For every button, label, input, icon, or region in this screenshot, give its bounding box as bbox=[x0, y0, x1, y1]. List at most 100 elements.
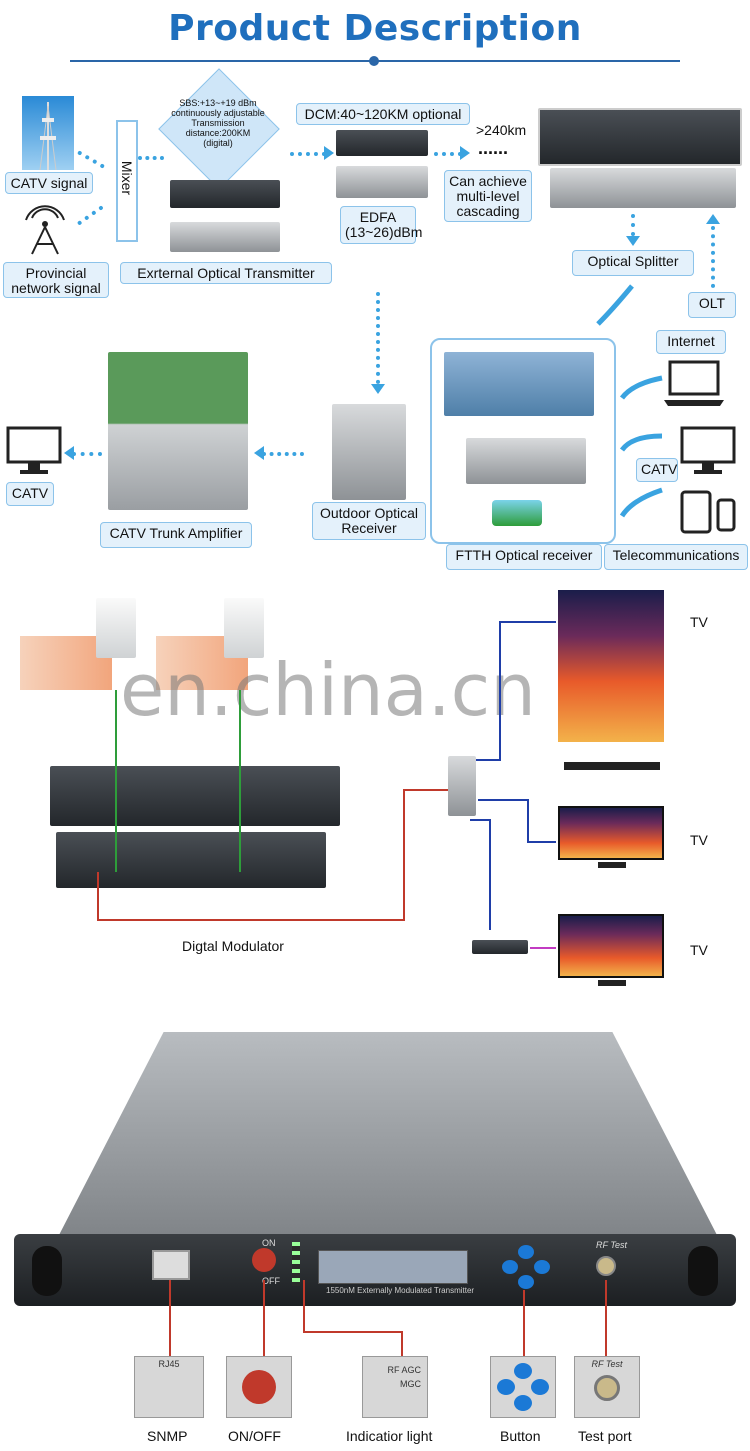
optical-amplifier-image bbox=[538, 108, 742, 166]
olt-label: OLT bbox=[688, 292, 736, 318]
callout-onoff bbox=[226, 1356, 292, 1418]
rack-handle-right bbox=[688, 1246, 718, 1296]
catv-left-label: CATV bbox=[6, 482, 54, 506]
arrowhead bbox=[706, 214, 720, 224]
arrowhead bbox=[254, 446, 264, 460]
arrow-down-to-outdoor bbox=[376, 292, 380, 384]
arrow-edfa-to-dots bbox=[434, 152, 462, 156]
callout-snmp-label: SNMP bbox=[147, 1428, 188, 1444]
arrowhead bbox=[460, 146, 470, 160]
rf-test-caption: RF Test bbox=[596, 1240, 628, 1250]
receiver-box-2 bbox=[224, 598, 264, 658]
tv3-label: TV bbox=[690, 942, 708, 958]
callout-snmp-inner: RJ45 bbox=[158, 1359, 180, 1369]
callout-indicator-label: Indicatior light bbox=[346, 1428, 433, 1444]
mixer-box: Mixer bbox=[116, 120, 138, 242]
splitter-image bbox=[448, 756, 476, 816]
tv-base-1 bbox=[564, 762, 660, 770]
tower-icon bbox=[39, 102, 57, 171]
tablet-phone-icon bbox=[680, 490, 736, 534]
callout-button-label: Button bbox=[500, 1428, 541, 1444]
buttons-icon bbox=[497, 1363, 549, 1411]
receiver-box-1 bbox=[96, 598, 136, 658]
ftth-node-image bbox=[466, 438, 586, 484]
arrowhead bbox=[626, 236, 640, 246]
internet-label: Internet bbox=[656, 330, 726, 354]
monitor-icon bbox=[680, 426, 736, 476]
optical-amplifier-rear-image bbox=[550, 168, 736, 208]
ftth-receiver-image bbox=[444, 352, 594, 416]
dots-label: ...... bbox=[478, 138, 509, 158]
arrow-tx-to-edfa bbox=[290, 152, 326, 156]
arrow-mixer-to-tx bbox=[138, 156, 164, 160]
off-label: OFF bbox=[262, 1276, 280, 1286]
catv-tower-image bbox=[22, 96, 74, 171]
set-top-box bbox=[472, 940, 528, 954]
optical-splitter-label: Optical Splitter bbox=[572, 250, 694, 276]
title-divider-dot bbox=[369, 56, 379, 66]
mixer-label: Mixer bbox=[119, 160, 135, 196]
rj45-port bbox=[152, 1250, 190, 1280]
arrow-provincial-to-mixer bbox=[76, 205, 104, 226]
on-label: ON bbox=[262, 1238, 276, 1248]
catv-signal-label: CATV signal bbox=[5, 172, 93, 194]
arrow-outdoor-to-amp bbox=[262, 452, 304, 456]
trunk-amplifier-image bbox=[108, 352, 248, 510]
trunk-amp-label: CATV Trunk Amplifier bbox=[100, 522, 252, 548]
external-transmitter-image bbox=[170, 180, 280, 208]
callout-indicator: RF AGC MGC bbox=[362, 1356, 428, 1418]
lcd-display bbox=[318, 1250, 468, 1284]
modulator-label: Digtal Modulator bbox=[182, 938, 284, 954]
tv-screen-3 bbox=[558, 914, 664, 978]
ftth-group bbox=[430, 338, 616, 544]
transmitter-chassis bbox=[58, 1032, 718, 1237]
callout-snmp: RJ45 bbox=[134, 1356, 204, 1418]
modulator-top-image bbox=[50, 766, 340, 826]
cascading-label: Can achieve multi-level cascading bbox=[444, 170, 532, 222]
power-switch[interactable] bbox=[252, 1248, 276, 1272]
callout-testport-inner: RF Test bbox=[591, 1359, 623, 1369]
sbs-note: SBS:+13~+19 dBm continuously adjustable … bbox=[171, 98, 265, 148]
callout-testport: RF Test bbox=[574, 1356, 640, 1418]
indicator-lights bbox=[292, 1242, 300, 1286]
test-port-icon bbox=[594, 1375, 620, 1401]
antenna-icon bbox=[22, 200, 68, 256]
rack-handle-left bbox=[32, 1246, 62, 1296]
tv-screen-1 bbox=[558, 590, 664, 742]
outdoor-receiver-image bbox=[332, 404, 406, 500]
telecom-label: Telecommunications bbox=[604, 544, 748, 570]
external-transmitter-rear-image bbox=[170, 222, 280, 252]
arrow-olt-up bbox=[711, 226, 715, 288]
connector-image bbox=[492, 500, 542, 526]
rf-test-port[interactable] bbox=[596, 1256, 616, 1276]
edfa-label: EDFA (13~26)dBm bbox=[340, 206, 422, 244]
tv-monitor-icon bbox=[6, 426, 62, 476]
outdoor-receiver-label: Outdoor Optical Receiver bbox=[312, 502, 426, 540]
power-icon bbox=[242, 1370, 276, 1404]
swoosh-arrows bbox=[592, 280, 672, 540]
page-title: Product Description bbox=[168, 8, 582, 49]
arrowhead bbox=[64, 446, 74, 460]
display-caption: 1550nM Externally Modulated Transmitter bbox=[326, 1286, 475, 1295]
external-transmitter-label: Exrternal Optical Transmitter bbox=[120, 262, 332, 284]
tv1-label: TV bbox=[690, 614, 708, 630]
arrowhead bbox=[371, 384, 385, 394]
watermark: en.china.cn bbox=[120, 648, 536, 732]
distance-label: >240km bbox=[476, 122, 527, 138]
tv2-label: TV bbox=[690, 832, 708, 848]
edfa-rear-image bbox=[336, 166, 428, 198]
edfa-image bbox=[336, 130, 428, 156]
ftth-label: FTTH Optical receiver bbox=[446, 544, 602, 570]
callout-lines bbox=[169, 1280, 607, 1356]
provincial-signal-label: Provincial network signal bbox=[3, 262, 109, 298]
arrowhead bbox=[324, 146, 334, 160]
callout-onoff-label: ON/OFF bbox=[228, 1428, 281, 1444]
arrow-amp-to-catv bbox=[72, 452, 102, 456]
sbs-diamond: SBS:+13~+19 dBm continuously adjustable … bbox=[158, 68, 280, 190]
laptop-icon bbox=[664, 360, 724, 408]
callout-testport-label: Test port bbox=[578, 1428, 632, 1444]
nav-buttons[interactable] bbox=[498, 1242, 554, 1292]
dcm-label: DCM:40~120KM optional bbox=[296, 103, 470, 125]
arrow-catv-to-mixer bbox=[77, 150, 105, 169]
arrow-to-splitter bbox=[631, 214, 635, 236]
